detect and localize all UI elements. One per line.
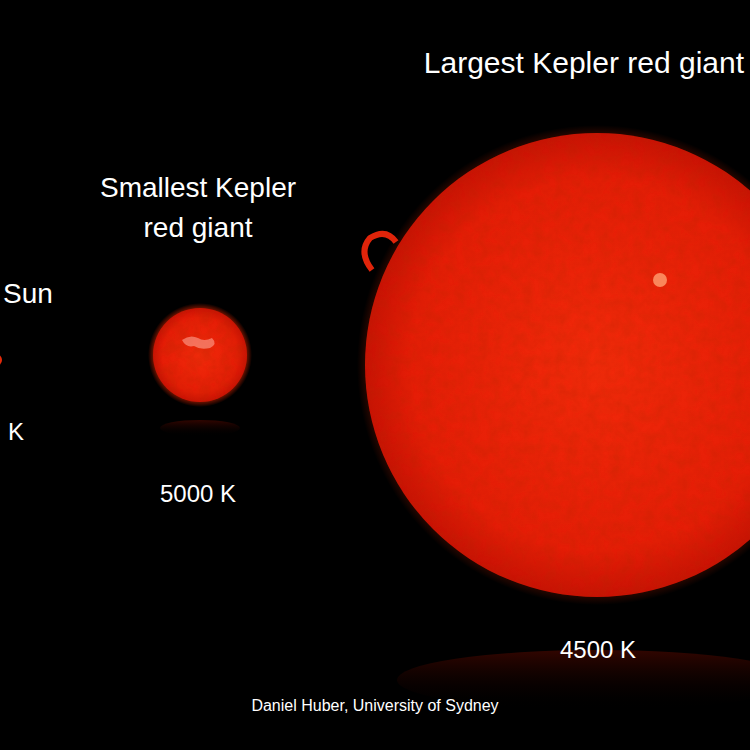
star-glow	[148, 303, 252, 407]
star-label: Largest Kepler red giant	[424, 45, 744, 81]
star-texture	[153, 308, 247, 402]
large-red-giant	[365, 133, 750, 597]
star-spot	[182, 336, 215, 348]
small-red-giant	[153, 308, 247, 402]
credit-text: Daniel Huber, University of Sydney	[251, 696, 498, 715]
temperature-label: K	[8, 418, 24, 447]
star-label: Sun	[3, 277, 53, 311]
star-reflection	[160, 420, 240, 436]
star-glow	[357, 125, 750, 605]
temperature-label: 4500 K	[560, 636, 636, 665]
sun-disc	[0, 354, 2, 366]
prominence	[364, 234, 396, 270]
temperature-label: 5000 K	[160, 480, 236, 509]
star-label: Smallest Kepler red giant	[83, 168, 313, 248]
star-texture	[365, 133, 750, 597]
star-spot	[653, 273, 667, 287]
